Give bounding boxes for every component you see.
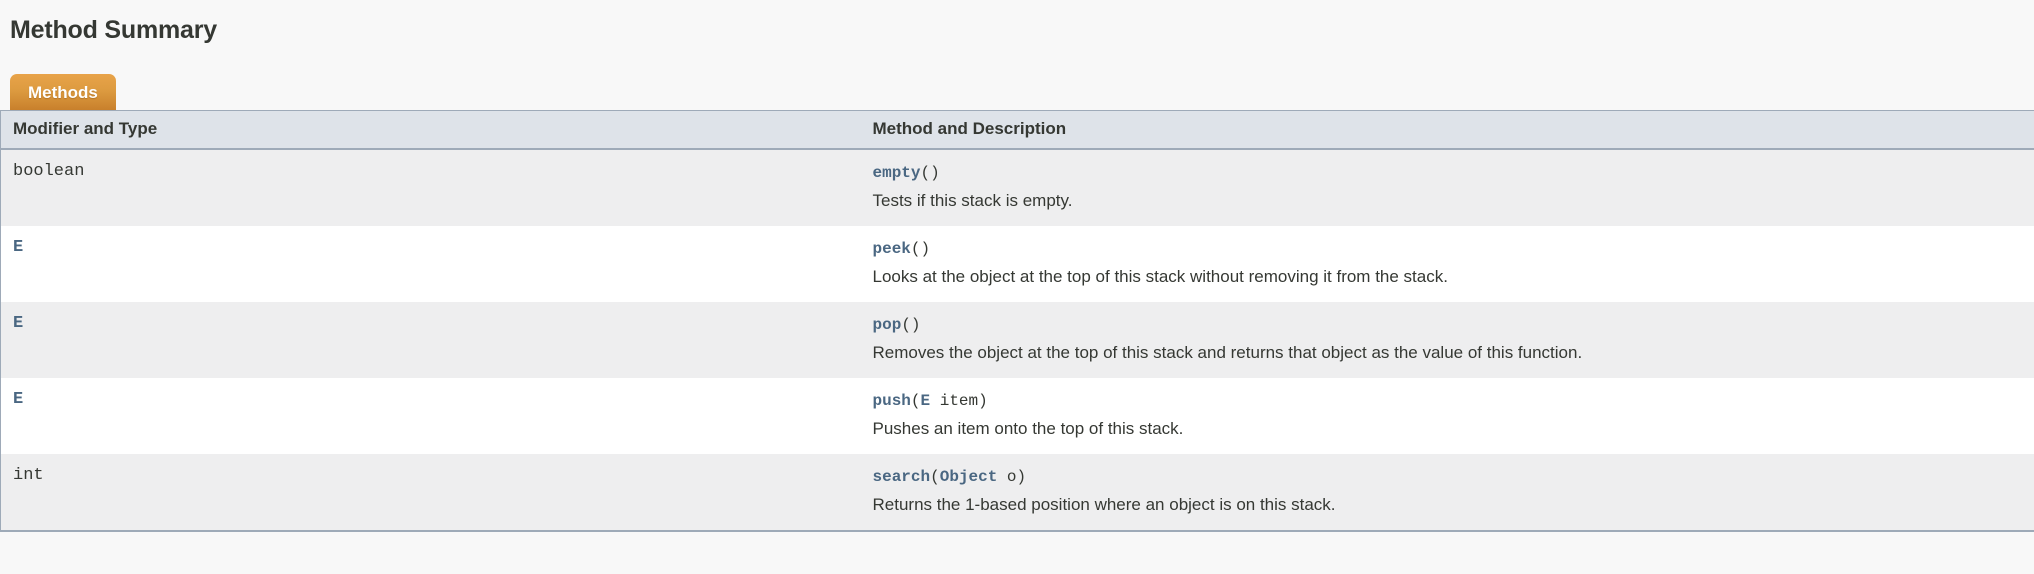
method-name-link[interactable]: empty: [872, 164, 921, 182]
cell-modifier-and-type: int: [0, 454, 861, 531]
cell-method-and-description: peek() Looks at the object at the top of …: [860, 226, 2034, 302]
method-description: Tests if this stack is empty.: [872, 191, 1073, 210]
parameter-type-link[interactable]: Object: [939, 468, 998, 486]
signature-text: (: [930, 468, 940, 486]
table-row: boolean empty() Tests if this stack is emp…: [0, 149, 2034, 226]
method-name-link[interactable]: peek: [872, 240, 911, 258]
signature-text: o): [997, 468, 1027, 486]
return-type-text: boolean: [13, 162, 85, 181]
method-description: Looks at the object at the top of this s…: [872, 267, 1448, 286]
parameter-type-link[interactable]: E: [920, 392, 931, 410]
column-header-modifier-and-type: Modifier and Type: [0, 110, 861, 150]
method-signature: pop(): [873, 312, 2023, 338]
cell-method-and-description: pop() Removes the object at the top of th…: [860, 302, 2034, 378]
method-signature: push(E item): [873, 388, 2023, 414]
cell-modifier-and-type: E: [0, 302, 861, 378]
cell-method-and-description: push(E item) Pushes an item onto the top …: [860, 378, 2034, 454]
method-name-link[interactable]: pop: [872, 316, 902, 334]
signature-text: (): [910, 240, 931, 258]
cell-modifier-and-type: E: [0, 226, 861, 302]
return-type-link[interactable]: E: [13, 390, 24, 409]
method-signature: search(Object o): [873, 464, 2023, 490]
tab-strip: Methods: [0, 74, 2034, 110]
cell-method-and-description: search(Object o) Returns the 1-based posi…: [860, 454, 2034, 531]
method-summary-table: Modifier and Type Method and Description…: [0, 110, 2034, 532]
cell-modifier-and-type: E: [0, 378, 861, 454]
method-signature: empty(): [873, 160, 2023, 186]
page-title: Method Summary: [10, 16, 217, 44]
table-row: int search(Object o) Returns the 1-based p…: [0, 454, 2034, 531]
method-signature: peek(): [873, 236, 2023, 262]
method-name-link[interactable]: search: [872, 468, 931, 486]
cell-modifier-and-type: boolean: [0, 149, 861, 226]
signature-text: (): [920, 164, 940, 182]
cell-method-and-description: empty() Tests if this stack is empty.: [860, 149, 2034, 226]
column-header-method-and-description: Method and Description: [860, 110, 2034, 150]
method-description: Returns the 1-based position where an ob…: [872, 495, 1336, 514]
signature-text: item): [930, 392, 988, 410]
table-header-row: Modifier and Type Method and Description: [0, 110, 2034, 150]
signature-text: (): [901, 316, 921, 334]
return-type-link[interactable]: E: [13, 238, 24, 257]
signature-text: (: [910, 392, 921, 410]
return-type-link[interactable]: E: [13, 314, 24, 333]
return-type-text: int: [13, 466, 44, 485]
method-description: Removes the object at the top of this st…: [872, 343, 1583, 362]
method-name-link[interactable]: push: [872, 392, 911, 410]
method-description: Pushes an item onto the top of this stac…: [872, 419, 1184, 438]
tab-methods[interactable]: Methods: [10, 74, 116, 110]
